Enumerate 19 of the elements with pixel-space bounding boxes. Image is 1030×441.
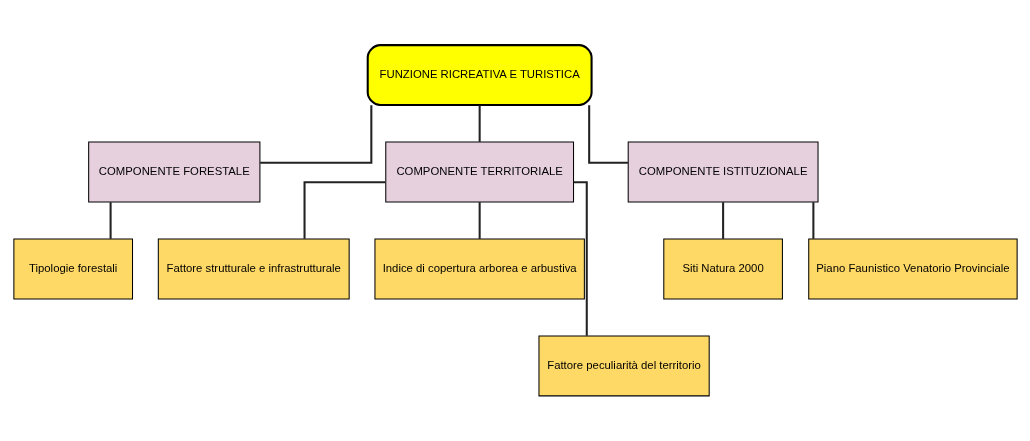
node-box: COMPONENTE FORESTALE [87,141,260,203]
node-box: COMPONENTE TERRITORIALE [384,141,574,203]
node-box: Piano Faunistico Venatorio Provinciale [807,238,1018,300]
connector [478,105,481,142]
node-box: Fattore strutturale e infrastrutturale [157,238,350,300]
node-box: FUNZIONE RICREATIVA E TURISTICA [366,44,593,106]
node-box: Fattore peculiarità del territorio [537,335,710,397]
node-box: Tipologie forestali [12,238,133,300]
connector [303,181,385,239]
node-box: Indice di copertura arborea e arbustiva [373,238,585,300]
connector [259,105,372,164]
node-box: COMPONENTE ISTITUZIONALE [627,141,819,203]
connector [109,202,112,239]
connector [587,105,628,164]
connector [573,181,588,336]
node-box: Siti Natura 2000 [662,238,783,300]
connector [811,202,814,239]
connector [478,202,481,239]
connector [721,202,724,239]
